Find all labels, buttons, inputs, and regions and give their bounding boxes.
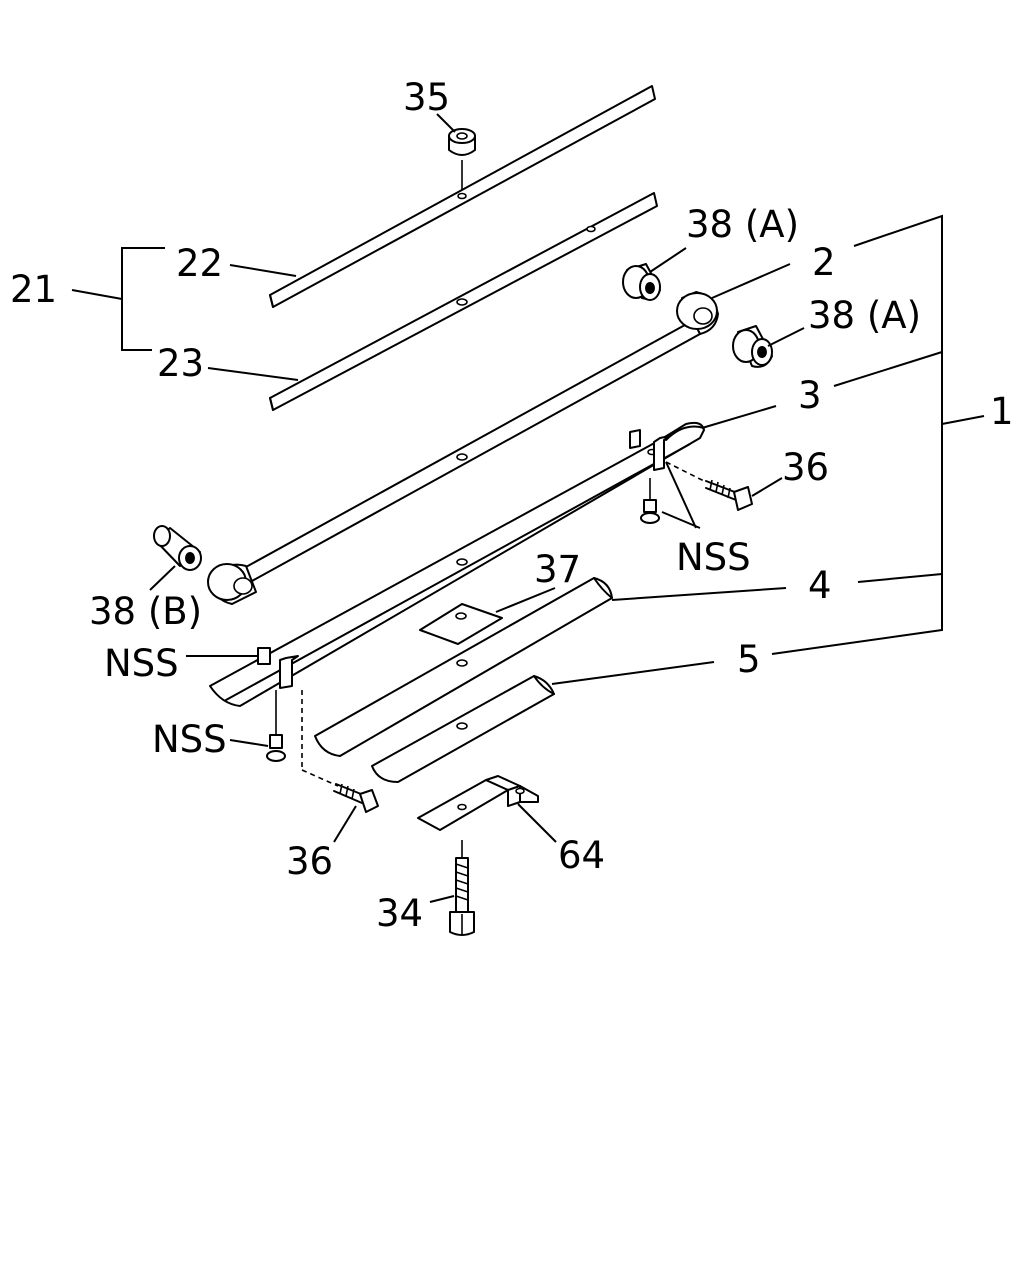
label-nss-left: NSS: [104, 642, 179, 685]
leaf-3: [209, 421, 705, 707]
pad-37: [419, 603, 503, 645]
label-nss-right: NSS: [676, 536, 751, 579]
bushing-38b: [153, 525, 202, 571]
label-38b: 38 (B): [89, 590, 202, 633]
bolt-36-right-axis: [665, 461, 707, 483]
bolt-34: [449, 840, 475, 936]
bushing-38a-top: [622, 263, 661, 301]
label-34: 34: [376, 892, 423, 935]
label-38a-mid: 38 (A): [808, 294, 921, 337]
bolt-36-bottom-axis2: [301, 769, 339, 787]
label-38a-top: 38 (A): [686, 203, 799, 246]
label-21: 21: [10, 268, 57, 311]
main-leaf-2: [207, 291, 719, 605]
label-5: 5: [737, 638, 761, 681]
label-3: 3: [798, 374, 822, 417]
label-36-right: 36: [782, 446, 829, 489]
label-4: 4: [808, 564, 832, 607]
bolt-36-right: [705, 479, 753, 511]
label-36-bottom: 36: [286, 840, 333, 883]
leaf-5: [371, 675, 555, 783]
bushing-38a-mid: [732, 325, 773, 368]
label-37: 37: [534, 548, 581, 591]
plate-23: [269, 192, 658, 411]
plate-22: [269, 85, 656, 308]
label-35: 35: [403, 76, 450, 119]
label-2: 2: [812, 241, 836, 284]
nss-bolt-left: [266, 690, 286, 762]
nut-35: [448, 128, 476, 190]
label-64: 64: [558, 834, 605, 877]
clip-64: [417, 775, 539, 831]
label-nss-bottom: NSS: [152, 718, 227, 761]
bolt-36-bottom: [333, 783, 379, 813]
nss-bolt-right: [640, 478, 660, 524]
leader-lines: [71, 113, 985, 903]
leaf-4: [314, 577, 613, 757]
label-22: 22: [176, 242, 223, 285]
label-1: 1: [990, 390, 1014, 433]
label-23: 23: [157, 342, 204, 385]
